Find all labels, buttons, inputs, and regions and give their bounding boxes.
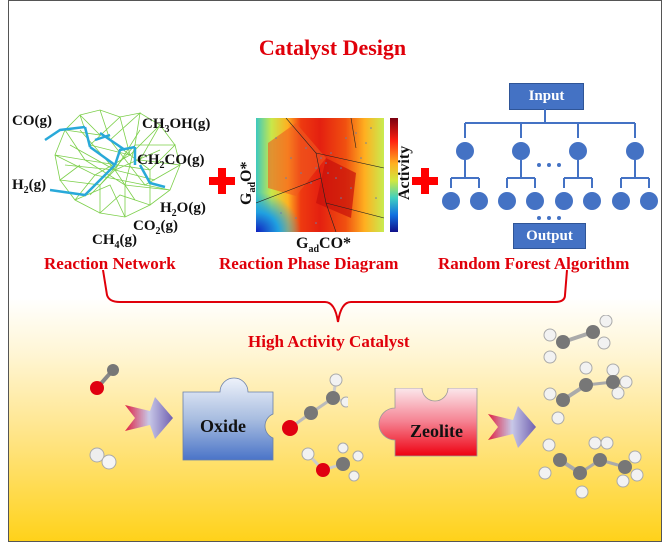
bracket-connector [102,270,568,323]
output-box: Output [513,223,586,249]
random-forest-label: Random Forest Algorithm [438,254,630,273]
propylene-molecule [543,361,633,425]
oxide-label: Oxide [200,416,247,436]
reaction-network-graph [44,109,182,218]
reaction-network-label: Reaction Network [44,254,176,273]
plus-icon [412,168,438,194]
species-ch4: CH4(g) [92,232,137,251]
butene-molecule [538,436,644,499]
plus-icon [209,168,235,194]
oxide-puzzle-piece [182,377,274,461]
species-h2: H2(g) [12,177,47,196]
zeolite-label: Zeolite [410,421,463,441]
high-activity-catalyst-label: High Activity Catalyst [248,332,410,351]
ethylene-molecule [543,315,613,364]
zeolite-puzzle-piece [378,388,478,457]
species-ch2co: CH2CO(g) [137,152,205,171]
methanol-molecule [301,442,364,482]
y-axis-label: GadO* [238,161,259,205]
input-box: Input [509,83,584,110]
activity-colorbar [390,118,398,232]
co-molecule [90,364,119,395]
figure-title: Catalyst Design [258,35,407,60]
ketene-molecule [282,373,348,436]
species-ch3oh: CH3OH(g) [142,116,211,135]
x-axis-label: GadCO* [296,235,352,256]
arrow-right-icon [125,397,173,439]
species-co: CO(g) [12,113,52,129]
random-forest-trees [442,108,658,220]
species-h2o: H2O(g) [160,200,206,219]
reaction-phase-diagram-label: Reaction Phase Diagram [219,254,399,273]
species-co2: CO2(g) [133,218,178,237]
phase-diagram-heatmap [256,118,384,232]
h2-molecule [89,447,117,470]
arrow-right-icon [488,406,536,448]
